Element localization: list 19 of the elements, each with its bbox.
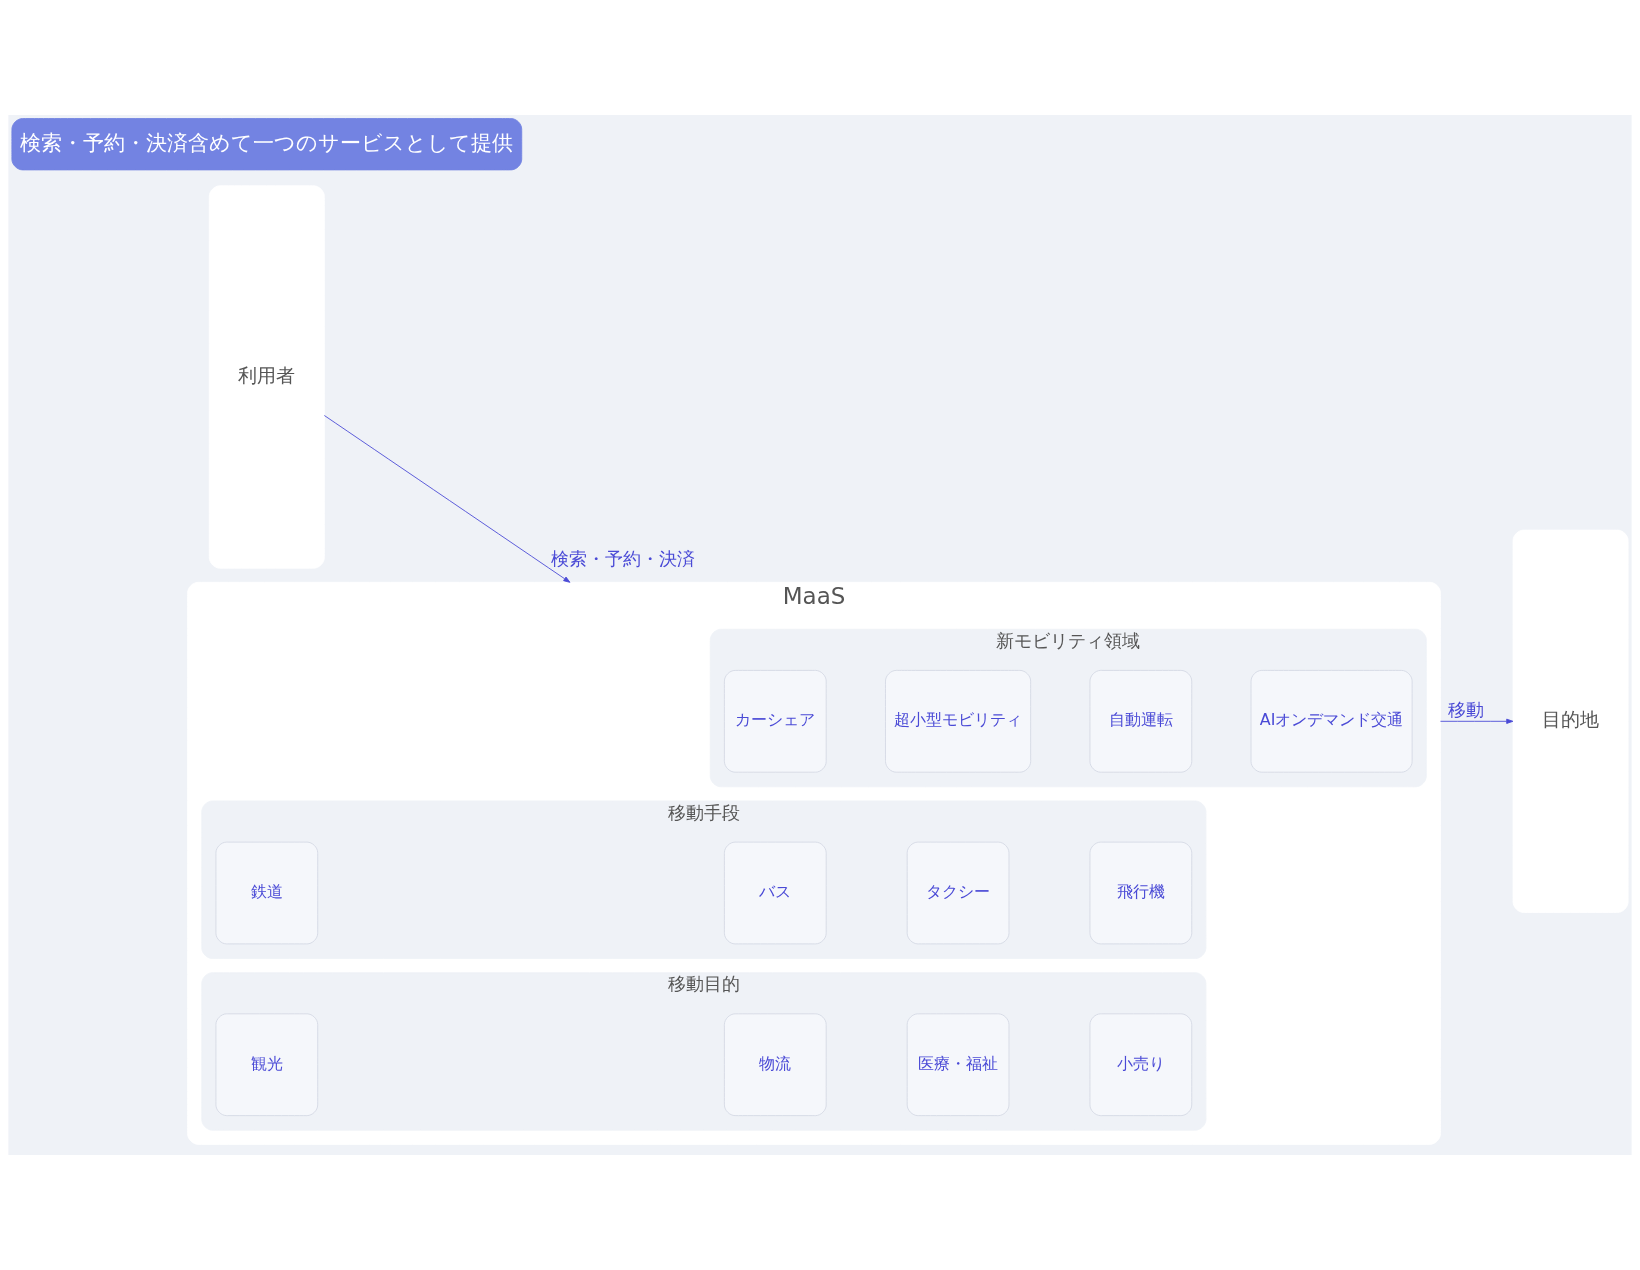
node-box: 鉄道 xyxy=(215,841,319,945)
node-box: 観光 xyxy=(215,1013,319,1117)
edge-label: 移動 xyxy=(1447,699,1484,720)
node-box: 小売り xyxy=(1089,1013,1193,1117)
edge-label: 検索・予約・決済 xyxy=(551,548,696,569)
node-box: タクシー xyxy=(906,841,1010,945)
node-box: 飛行機 xyxy=(1089,841,1193,945)
node-box: 利用者 xyxy=(208,185,325,569)
node-box: AIオンデマンド交通 xyxy=(1250,669,1413,773)
arrow xyxy=(1440,718,1514,724)
node-box: バス xyxy=(723,841,827,945)
node-box: 検索・予約・決済含めて一つのサービスとして提供 xyxy=(11,118,523,171)
node-box: 自動運転 xyxy=(1089,669,1193,773)
arrow xyxy=(323,415,571,583)
node-box: 超小型モビリティ xyxy=(885,669,1032,773)
node-box: 医療・福祉 xyxy=(906,1013,1010,1117)
node-box: 物流 xyxy=(723,1013,827,1117)
node-box: カーシェア xyxy=(723,669,827,773)
node-box: 目的地 xyxy=(1512,529,1629,913)
